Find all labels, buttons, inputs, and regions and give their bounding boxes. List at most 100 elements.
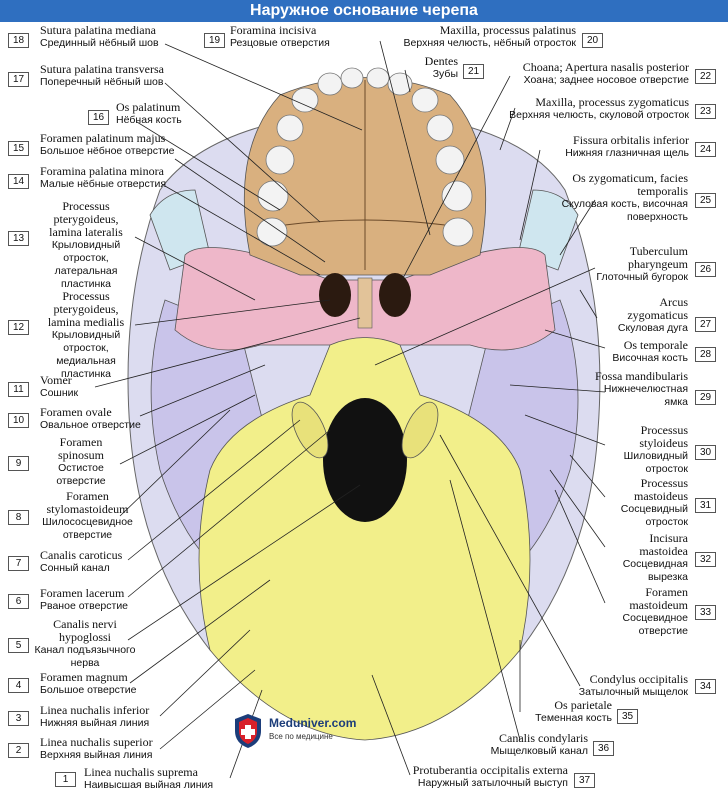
label-6: Foramen lacerum Рваное отверстие: [40, 587, 128, 613]
label-12: Processus pterygoideus, lamina medialis …: [36, 290, 136, 381]
label-34-latin: Condylus occipitalis: [589, 672, 688, 686]
label-number-12: 12: [8, 320, 29, 335]
foramen-magnum: [323, 398, 407, 522]
label-16-latin: Os palatinum: [116, 100, 181, 114]
label-number-5: 5: [8, 638, 29, 653]
label-32: Incisura mastoidea Сосцевидная вырезка: [600, 532, 688, 584]
page-title: Наружное основание черепа: [0, 0, 728, 22]
label-32-russian: Сосцевидная вырезка: [622, 558, 688, 583]
label-number-2: 2: [8, 743, 29, 758]
label-29: Fossa mandibularis Нижнечелюстная ямка: [595, 370, 688, 409]
label-26-russian: Глоточный бугорок: [596, 271, 688, 283]
label-number-11: 11: [8, 382, 29, 397]
label-15-russian: Большое нёбное отверстие: [40, 145, 175, 157]
label-6-latin: Foramen lacerum: [40, 586, 125, 600]
label-26-latin: Tuberculum pharyngeum: [628, 244, 688, 271]
label-29-latin: Fossa mandibularis: [595, 369, 688, 383]
label-number-4: 4: [8, 678, 29, 693]
label-4-russian: Большое отверстие: [40, 684, 137, 696]
label-number-26: 26: [695, 262, 716, 277]
label-number-22: 22: [695, 69, 716, 84]
label-7: Canalis caroticus Сонный канал: [40, 549, 122, 575]
label-8: Foramen stylomastoideum Шилососцевидное …: [30, 490, 145, 542]
label-2-russian: Верхняя выйная линия: [40, 749, 153, 761]
vomer: [357, 277, 373, 329]
label-number-8: 8: [8, 510, 29, 525]
label-1-russian: Наивысшая выйная линия: [84, 779, 214, 791]
label-number-3: 3: [8, 711, 29, 726]
occipital-bone: [198, 337, 531, 741]
logo-brand-text: Meduniver.com: [269, 716, 357, 730]
label-17: Sutura palatina transversa Поперечный нё…: [40, 63, 164, 89]
label-number-24: 24: [695, 142, 716, 157]
label-22: Choana; Apertura nasalis posterior Хоана…: [495, 61, 689, 87]
label-7-latin: Canalis caroticus: [40, 548, 123, 562]
label-5: Canalis nervi hypoglossi Канал подъязычн…: [30, 618, 140, 670]
label-10: Foramen ovale Овальное отверстие: [40, 406, 141, 432]
choana-left: [319, 273, 351, 317]
label-32-latin: Incisura mastoidea: [639, 531, 688, 558]
label-19-latin: Foramina incisiva: [230, 23, 317, 37]
label-18-latin: Sutura palatina mediana: [40, 23, 156, 37]
condyle-left: [291, 401, 329, 459]
choana-right: [379, 273, 411, 317]
label-number-33: 33: [695, 605, 716, 620]
shield-icon: [235, 714, 261, 748]
label-35: Os parietale Теменная кость: [520, 699, 612, 725]
label-number-37: 37: [574, 773, 595, 788]
label-number-32: 32: [695, 552, 716, 567]
label-24-russian: Нижняя глазничная щель: [565, 147, 689, 159]
label-20-russian: Верхняя челюсть, нёбный отросток: [403, 37, 576, 49]
condyle-right: [401, 401, 439, 459]
label-number-35: 35: [617, 709, 638, 724]
label-27-latin: Arcus zygomaticus: [627, 295, 688, 322]
label-3-latin: Linea nuchalis inferior: [40, 703, 150, 717]
label-14-latin: Foramina palatina minora: [40, 164, 164, 178]
label-number-28: 28: [695, 347, 716, 362]
label-33-russian: Сосцевидное отверстие: [622, 612, 688, 637]
label-18-russian: Срединный нёбный шов: [40, 37, 159, 49]
leader-lines: [94, 40, 606, 779]
label-2-latin: Linea nuchalis superior: [40, 735, 153, 749]
label-21-russian: Зубы: [432, 68, 458, 80]
label-number-23: 23: [695, 104, 716, 119]
label-31-russian: Сосцевидный отросток: [620, 503, 688, 528]
label-37: Protuberantia occipitalis externa Наружн…: [380, 764, 568, 790]
label-25-russian: Скуловая кость, височная поверхность: [561, 198, 688, 223]
label-27-russian: Скуловая дуга: [617, 322, 688, 334]
meduniver-logo[interactable]: Meduniver.com Все по медицине: [233, 713, 383, 753]
label-9-russian: Остистое отверстие: [56, 462, 106, 487]
label-11-russian: Сошник: [40, 387, 79, 399]
label-19: Foramina incisiva Резцовые отверстия: [230, 24, 330, 50]
label-18: Sutura palatina mediana Срединный нёбный…: [40, 24, 159, 50]
label-35-latin: Os parietale: [554, 698, 612, 712]
label-22-russian: Хоана; заднее носовое отверстие: [523, 74, 689, 86]
label-20: Maxilla, processus palatinus Верхняя чел…: [386, 24, 576, 50]
label-21-latin: Dentes: [424, 54, 458, 68]
label-number-34: 34: [695, 679, 716, 694]
label-number-31: 31: [695, 498, 716, 513]
label-number-20: 20: [582, 33, 603, 48]
label-number-27: 27: [695, 317, 716, 332]
label-28: Os temporale Височная кость: [600, 339, 688, 365]
label-3-russian: Нижняя выйная линия: [40, 717, 150, 729]
label-number-7: 7: [8, 556, 29, 571]
label-4: Foramen magnum Большое отверстие: [40, 671, 136, 697]
label-14-russian: Малые нёбные отверстия: [40, 178, 167, 190]
label-5-latin: Canalis nervi hypoglossi: [53, 617, 117, 644]
label-25: Os zygomaticum, facies temporalis Скулов…: [560, 172, 688, 224]
label-10-russian: Овальное отверстие: [40, 419, 141, 431]
label-number-10: 10: [8, 413, 29, 428]
label-8-latin: Foramen stylomastoideum: [46, 489, 129, 516]
label-36-russian: Мыщелковый канал: [490, 745, 588, 757]
label-31: Processus mastoideus Сосцевидный отросто…: [600, 477, 688, 529]
label-number-6: 6: [8, 594, 29, 609]
label-16-russian: Нёбная кость: [116, 114, 182, 126]
label-10-latin: Foramen ovale: [40, 405, 112, 419]
label-number-14: 14: [8, 174, 29, 189]
label-number-30: 30: [695, 445, 716, 460]
label-21: Dentes Зубы: [398, 55, 458, 81]
label-number-16: 16: [88, 110, 109, 125]
label-6-russian: Рваное отверстие: [40, 600, 129, 612]
label-9: Foramen spinosum Остистое отверстие: [36, 436, 126, 488]
